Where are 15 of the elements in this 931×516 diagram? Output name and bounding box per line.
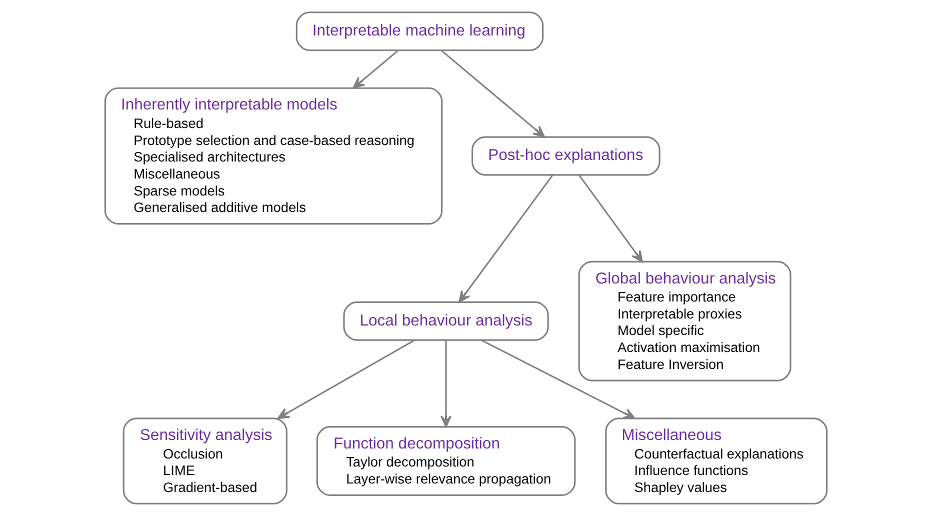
node-box: Inherently interpretable models Rule-based Prototype selection and case-based reasoning Specialised architectures Miscellaneous Sparse models Generalised additive models bbox=[104, 87, 442, 225]
arrow bbox=[578, 174, 642, 262]
node-box: Global behaviour analysis Feature importance Interpretable proxies Model specific Activation maximisation Feature Inversion bbox=[578, 260, 791, 382]
arrow bbox=[458, 174, 553, 303]
node-box: Post-hoc explanations bbox=[471, 136, 660, 176]
node-box: Interpretable machine learning bbox=[295, 12, 544, 52]
node-box: Local behaviour analysis bbox=[342, 301, 548, 341]
arrow bbox=[352, 50, 398, 89]
node-box: Sensitivity analysis Occlusion LIME Gradient-based bbox=[122, 418, 287, 504]
arrow bbox=[440, 50, 545, 138]
node-box: Miscellaneous Counterfactual explanations Influence functions Shapley values bbox=[604, 418, 828, 504]
arrow bbox=[480, 339, 635, 420]
arrow bbox=[440, 340, 452, 428]
arrow bbox=[276, 340, 414, 419]
node-box: Function decomposition Taylor decomposition Layer-wise relevance propagation bbox=[316, 426, 576, 496]
